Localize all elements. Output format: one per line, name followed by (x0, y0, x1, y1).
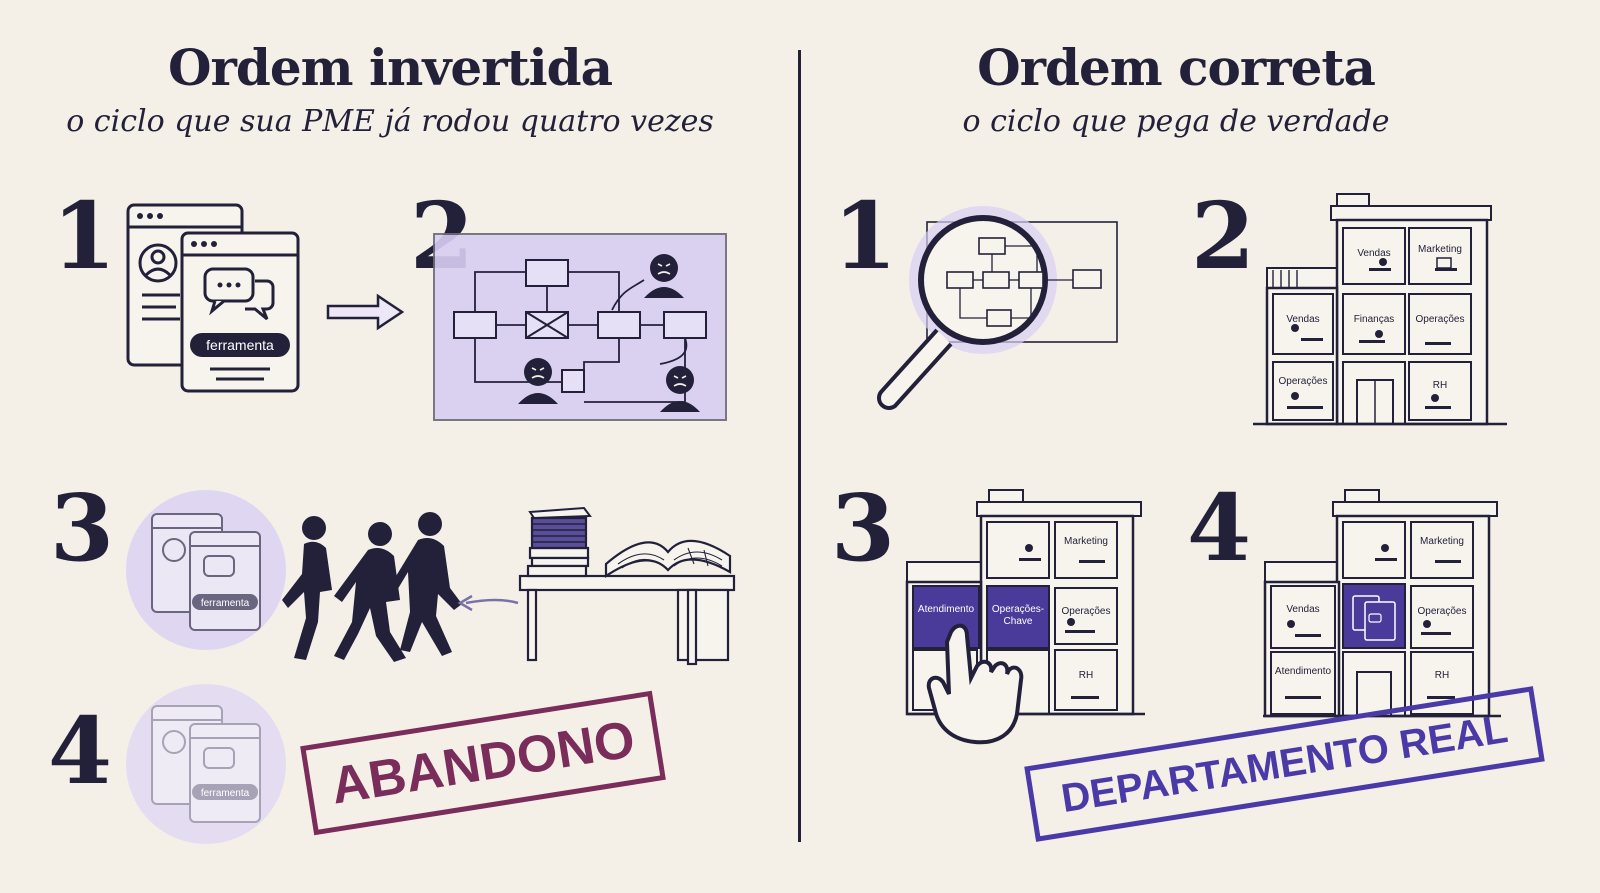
room-label-vendas: Vendas (1286, 314, 1319, 325)
right-step-2-number: 2 (1191, 182, 1256, 290)
right-step-1-number: 1 (833, 182, 898, 290)
pointing-hand-icon (926, 623, 1024, 745)
room-label-atendimento: Atendimento (918, 604, 975, 615)
tool-windows-ghost-icon: ferramenta (126, 684, 286, 844)
desk-with-papers-icon (518, 506, 736, 666)
left-subtitle: o ciclo que sua PME já rodou quatro veze… (66, 104, 714, 139)
room-label-rh: RH (1435, 670, 1449, 681)
building-selected-icon: Marketing Atendimento Operações- Chave O… (905, 489, 1145, 745)
abandono-stamp: ABANDONO (300, 690, 666, 836)
tool-windows-faded-icon: ferramenta (126, 490, 286, 650)
room-label-operacoes-2: Operações (1279, 376, 1328, 387)
tool-label-ghost: ferramenta (201, 788, 250, 799)
room-label-operacoes: Operações (1416, 314, 1465, 325)
room-label-marketing: Marketing (1420, 536, 1464, 547)
frustrated-face-icon (518, 254, 700, 412)
room-label-financas: Finanças (1354, 314, 1395, 325)
vertical-divider (798, 50, 801, 842)
right-step-4-number: 4 (1187, 474, 1252, 582)
room-label-marketing: Marketing (1418, 244, 1462, 255)
left-title: Ordem invertida (168, 38, 613, 97)
walking-people-icon (282, 512, 462, 662)
left-panel: Ordem invertida o ciclo que sua PME já r… (0, 0, 798, 893)
user-profile-icon (138, 243, 178, 283)
room-label-marketing: Marketing (1064, 536, 1108, 547)
room-label-rh: RH (1079, 670, 1093, 681)
arrow-left-icon (457, 594, 519, 612)
room-label-rh: RH (1433, 380, 1447, 391)
room-label-operacoes: Operações (1062, 606, 1111, 617)
right-title: Ordem correta (977, 38, 1376, 97)
right-subtitle: o ciclo que pega de verdade (962, 104, 1390, 139)
tool-windows-icon: ferramenta (126, 203, 300, 393)
room-label-operacoes-chave-1: Operações- (992, 604, 1044, 615)
tool-label-faded: ferramenta (201, 598, 250, 609)
room-label-atendimento: Atendimento (1275, 666, 1332, 677)
left-step-3-number: 3 (50, 474, 115, 582)
room-label-vendas-top: Vendas (1357, 248, 1390, 259)
tool-label: ferramenta (206, 337, 274, 353)
chaotic-flowchart-icon (433, 233, 727, 421)
left-step-1-number: 1 (52, 182, 117, 290)
building-icon: Vendas Marketing Vendas Finanças Operaçõ… (1253, 193, 1507, 426)
room-label-operacoes: Operações (1418, 606, 1467, 617)
building-integrated-icon: Marketing Vendas Operações Atendimento R… (1263, 489, 1501, 718)
arrow-right-icon (326, 293, 405, 331)
room-label-vendas: Vendas (1286, 604, 1319, 615)
room-label-operacoes-chave-2: Chave (1004, 616, 1033, 627)
right-step-3-number: 3 (831, 474, 896, 582)
left-step-4-number: 4 (48, 697, 113, 805)
chat-bubbles-icon (203, 267, 275, 321)
right-panel: Ordem correta o ciclo que pega de verdad… (801, 0, 1600, 893)
magnifying-glass-icon (877, 206, 1118, 410)
